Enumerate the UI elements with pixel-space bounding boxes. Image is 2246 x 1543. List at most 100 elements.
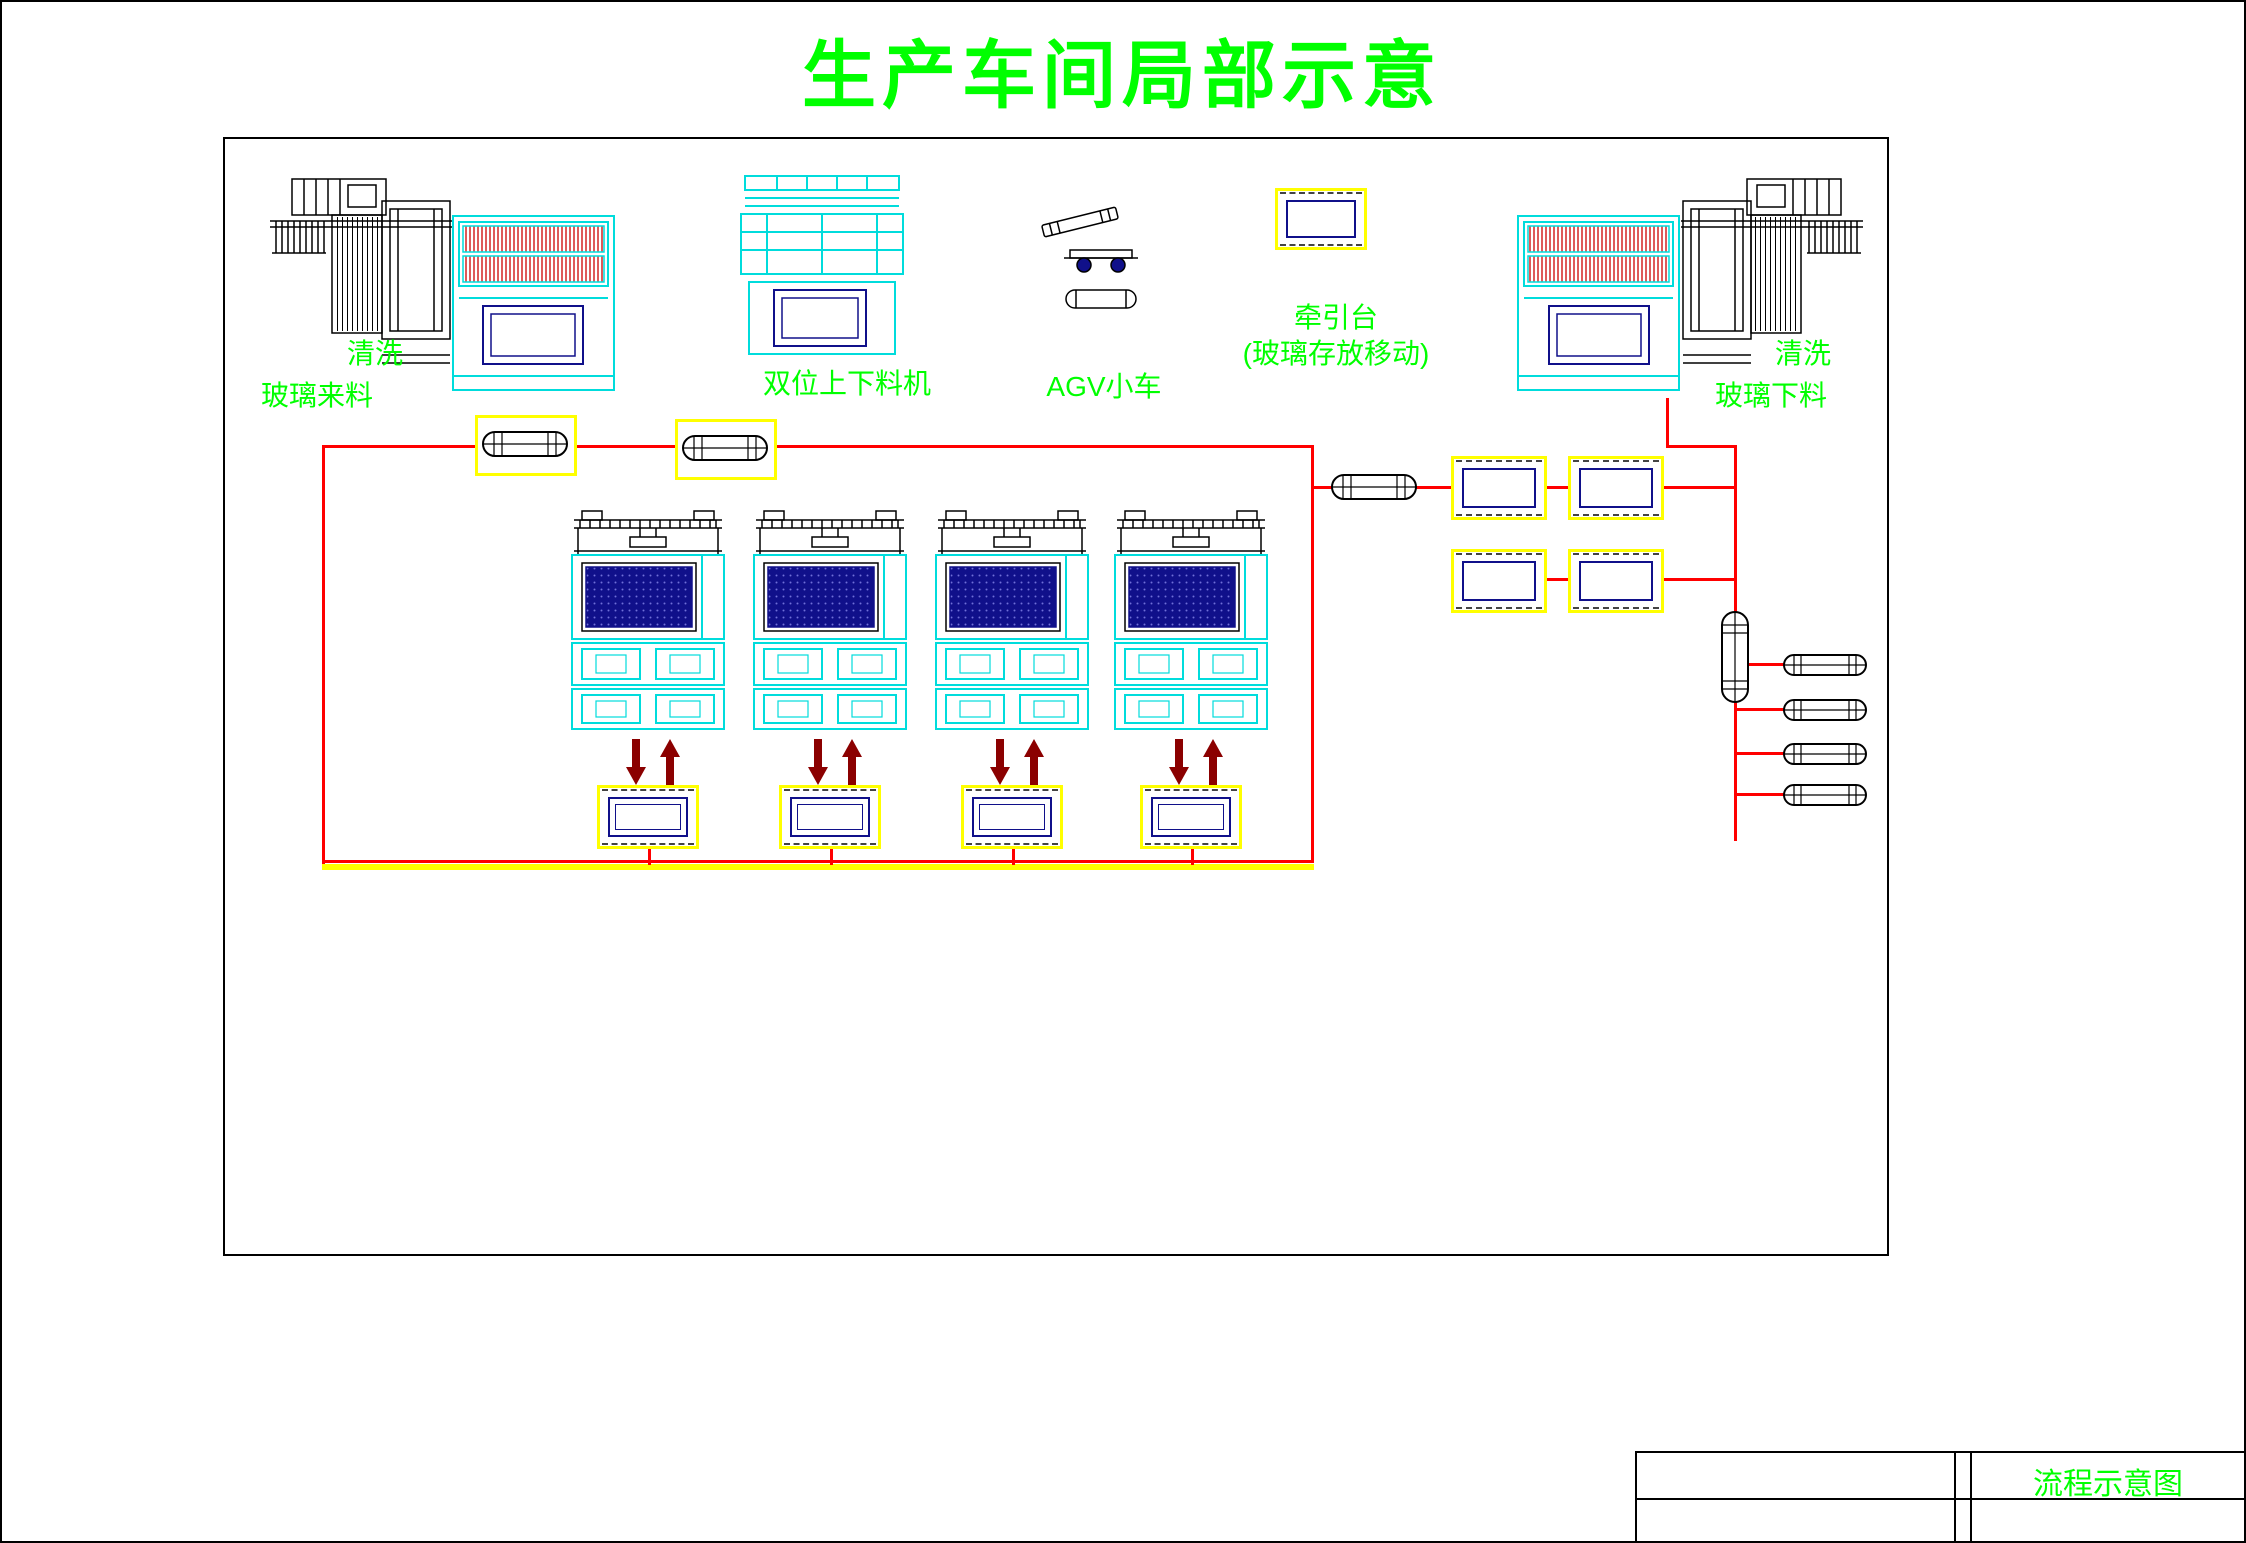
arrow-head	[990, 767, 1010, 785]
dual-loader-machine	[740, 175, 904, 355]
processing-station	[753, 510, 907, 730]
flow-arrow-up	[1203, 739, 1223, 785]
pallet-inner-frame-2	[979, 804, 1045, 830]
arrow-head	[1024, 739, 1044, 757]
roller-conveyor-right	[1331, 474, 1417, 500]
roller-conveyor	[1783, 743, 1867, 765]
agv-cart	[1041, 206, 1138, 309]
flow-arrow-down	[990, 739, 1010, 785]
processing-station-column	[570, 509, 726, 869]
processing-station-column	[934, 509, 1090, 869]
processing-station	[935, 510, 1089, 730]
glass-pallet	[1568, 456, 1664, 520]
label-glass-out: 玻璃下料	[1714, 380, 1828, 411]
pallet-tick-border	[966, 789, 1058, 845]
arrow-head	[808, 767, 828, 785]
processing-station-column	[752, 509, 908, 869]
glass-pallet	[597, 785, 699, 849]
pallet-inner-frame	[608, 797, 688, 837]
washer-cyan-right	[1517, 215, 1680, 391]
roller-conveyor	[1783, 699, 1867, 721]
transfer-table	[675, 419, 777, 480]
pallet-tick-border	[1456, 553, 1542, 609]
roller-conveyor	[1783, 654, 1867, 676]
glass-pallet	[1568, 549, 1664, 613]
arrow-stem	[1030, 757, 1038, 785]
flow-arrow-up	[1024, 739, 1044, 785]
pallet-inner-frame	[1579, 561, 1653, 601]
flow-arrow-down	[808, 739, 828, 785]
washer-cyan-left	[452, 215, 615, 391]
pallet-inner-frame	[1286, 200, 1356, 238]
processing-station	[1114, 510, 1268, 730]
label-wash-out: 清洗	[1774, 338, 1832, 369]
glass-pallet	[1140, 785, 1242, 849]
roller-conveyor	[482, 431, 568, 457]
roller-conveyor	[1783, 784, 1867, 806]
flow-stub-roller-1	[1734, 663, 1788, 666]
arrow-head	[660, 739, 680, 757]
processing-station-column	[1113, 509, 1269, 869]
label-glass-in: 玻璃来料	[260, 380, 374, 411]
flow-arrow-down	[1169, 739, 1189, 785]
processing-station	[571, 510, 725, 730]
flow-stub-roller-2	[1734, 708, 1788, 711]
arrow-stem	[632, 739, 640, 767]
traction-table	[1275, 188, 1367, 250]
arrow-stem	[1175, 739, 1183, 767]
arrow-stem	[814, 739, 822, 767]
glass-pallet	[779, 785, 881, 849]
flow-line-mid-vertical	[1311, 445, 1314, 863]
arrow-stem	[848, 757, 856, 785]
flow-line-washer-drop	[1666, 398, 1669, 448]
arrow-head	[842, 739, 862, 757]
pallet-inner-frame	[1151, 797, 1231, 837]
title-block-vline-1	[1954, 1453, 1956, 1541]
flow-line-top	[322, 445, 1314, 448]
arrow-stem	[996, 739, 1004, 767]
pallet-tick-border	[1145, 789, 1237, 845]
arrow-stem	[666, 757, 674, 785]
pallet-tick-border	[1456, 460, 1542, 516]
pallet-inner-frame-2	[797, 804, 863, 830]
pallet-tick-border	[1573, 553, 1659, 609]
pallet-tick-border	[602, 789, 694, 845]
flow-arrow-up	[660, 739, 680, 785]
flow-stub-roller-3	[1734, 752, 1788, 755]
arrow-stem	[1209, 757, 1217, 785]
pallet-inner-frame	[972, 797, 1052, 837]
title-block-divider	[1637, 1498, 2244, 1500]
highlight-line-yellow	[322, 864, 1314, 870]
title-block-vline-2	[1970, 1453, 1972, 1541]
drawing-border	[223, 137, 1889, 1256]
drawing-name: 流程示意图	[2033, 1468, 2183, 1501]
pallet-inner-frame	[1579, 468, 1653, 508]
pallet-inner-frame	[1462, 561, 1536, 601]
glass-pallet	[1451, 549, 1547, 613]
page-title: 生产车间局部示意	[802, 34, 1442, 117]
pallet-inner-frame	[1462, 468, 1536, 508]
arrow-head	[1169, 767, 1189, 785]
washer-black-right	[1681, 178, 1863, 364]
label-dual-loader: 双位上下料机	[762, 368, 932, 399]
pallet-inner-frame-2	[1158, 804, 1224, 830]
transfer-table	[475, 415, 577, 476]
arrow-head	[626, 767, 646, 785]
pallet-tick-border	[1573, 460, 1659, 516]
flow-arrow-down	[626, 739, 646, 785]
washer-black-left	[270, 178, 452, 364]
flow-stub-roller-4	[1734, 793, 1788, 796]
glass-pallet	[961, 785, 1063, 849]
flow-line-washer-stub	[1666, 445, 1737, 448]
roller-conveyor	[682, 435, 768, 461]
pallet-inner-frame-2	[615, 804, 681, 830]
glass-pallet	[1451, 456, 1547, 520]
flow-line-left	[322, 445, 325, 864]
flow-arrow-up	[842, 739, 862, 785]
label-traction-1: 牵引台	[1293, 302, 1379, 333]
title-block: 流程示意图	[1635, 1451, 2244, 1541]
flow-line-bottom	[322, 860, 1314, 863]
label-agv: AGV小车	[1046, 371, 1162, 402]
pallet-tick-border	[1280, 192, 1362, 246]
